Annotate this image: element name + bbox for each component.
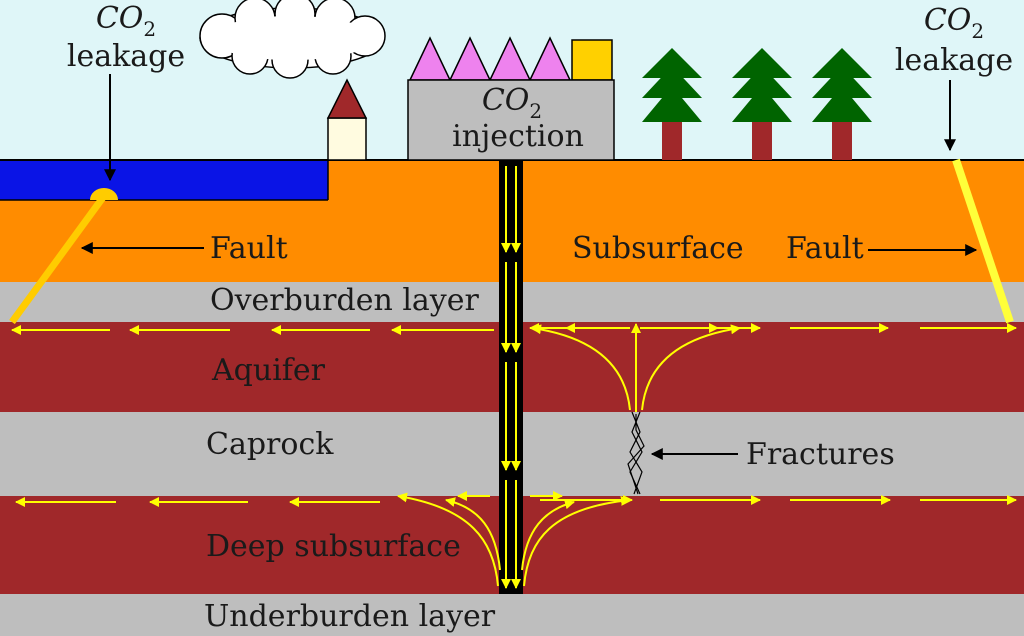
annotation-arrows <box>80 74 978 460</box>
deep-flow-arrows <box>15 491 1017 587</box>
fractures-label: Fractures <box>746 437 895 472</box>
water-body <box>0 160 328 200</box>
fault-right <box>952 158 1014 324</box>
fractures <box>627 411 645 495</box>
injection-well <box>499 160 523 594</box>
tree-icon <box>642 48 702 160</box>
well-flow-arrows <box>501 166 521 589</box>
tree-icon <box>732 48 792 160</box>
injection-label: injection <box>452 119 584 154</box>
fault-left <box>9 193 107 325</box>
house-icon <box>326 78 368 161</box>
deep-subsurface-label: Deep subsurface <box>206 529 461 564</box>
tree-icon <box>812 48 872 160</box>
underburden-label: Underburden layer <box>204 599 496 634</box>
underburden-layer <box>0 594 1024 636</box>
aquifer-flow-arrows <box>11 323 1017 412</box>
leak-left-label: leakage <box>67 39 185 74</box>
leak-bubble <box>90 188 118 200</box>
injection-co2: CO2 <box>482 83 542 123</box>
injection-facility-icon <box>407 36 615 161</box>
leak-right-label: leakage <box>895 43 1013 78</box>
leak-right-co2: CO2 <box>924 3 984 43</box>
overburden-label: Overburden layer <box>210 283 480 318</box>
fault-left-label: Fault <box>210 231 288 266</box>
cloud-icon <box>199 0 386 79</box>
leak-left-co2: CO2 <box>96 1 156 41</box>
caprock-label: Caprock <box>206 427 334 462</box>
aquifer-label: Aquifer <box>211 353 326 388</box>
subsurface-label: Subsurface <box>572 231 744 266</box>
fault-right-label: Fault <box>786 231 864 266</box>
